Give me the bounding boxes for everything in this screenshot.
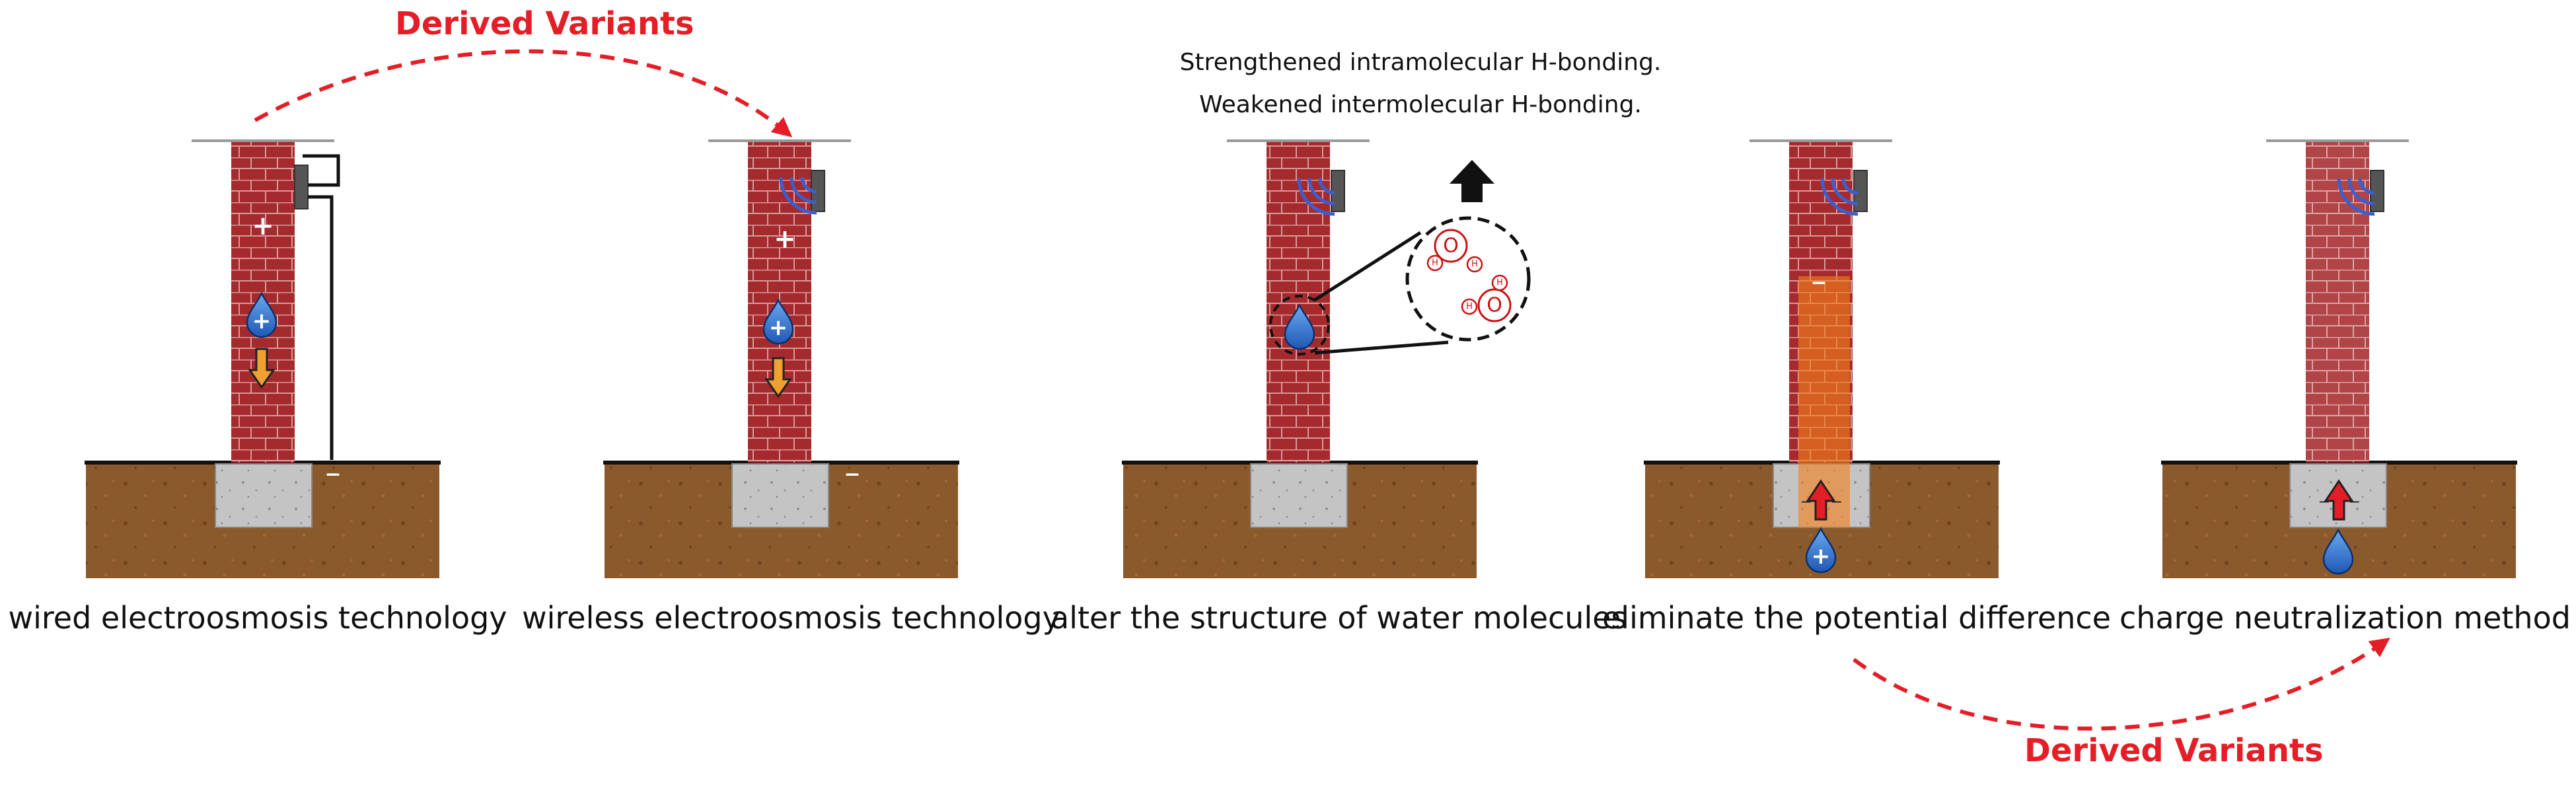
wire-to-ground <box>308 195 334 460</box>
water-drop-icon: + <box>1805 527 1837 574</box>
panel-eliminate-potential: −−−+ <box>1644 139 2000 578</box>
wire-loop <box>303 154 340 187</box>
drop-highlight-circle <box>1269 295 1330 356</box>
concrete-foundation <box>731 463 829 528</box>
hydrogen-symbol: H <box>1496 278 1503 288</box>
hydrogen-symbol: H <box>1432 258 1438 268</box>
signal-arc <box>779 176 817 215</box>
signal-arc <box>1307 178 1335 206</box>
signal-arc <box>2337 178 2375 216</box>
up-arrow-icon: −− <box>1800 479 1843 521</box>
drop-shape <box>1284 303 1315 350</box>
wireless-signal-icon <box>2337 178 2375 216</box>
hydrogen-atom <box>1466 256 1483 273</box>
arrow-minus-right: − <box>1831 494 1843 511</box>
panel-charge-neutralization: −− <box>2161 139 2517 578</box>
oxygen-atom <box>1434 229 1468 263</box>
derived-variants-top-arrow <box>254 49 793 137</box>
arrow-minus-left: − <box>2318 494 2330 511</box>
drop-plus-sign: + <box>252 308 272 334</box>
signal-arc <box>1841 178 1858 195</box>
water-drop-icon: + <box>762 298 794 345</box>
derived-variants-bottom-arrow <box>1853 638 2390 731</box>
down-arrow-icon <box>248 348 276 389</box>
minus-sign: − <box>1810 272 1827 295</box>
molecule-zoom-circle <box>1405 216 1531 342</box>
drop-shape <box>2322 528 2354 575</box>
drop-plus-sign: + <box>1812 543 1831 570</box>
panel-label-wired: wired electroosmosis technology <box>8 600 507 636</box>
black-up-arrow-icon <box>1450 160 1494 202</box>
hydrogen-atom <box>1461 298 1478 315</box>
water-drop-icon: + <box>246 291 277 338</box>
panel-label-eliminate-potential: eliminate the potential difference <box>1601 600 2112 636</box>
signal-arc <box>1297 178 1335 216</box>
minus-sign: − <box>324 463 341 486</box>
magnifier-line <box>1313 231 1422 302</box>
panel-wired: + + − <box>85 139 441 578</box>
plus-sign: + <box>774 224 796 254</box>
wireless-signal-icon <box>1820 178 1858 216</box>
derived-variants-bottom-label: Derived Variants <box>2024 732 2324 769</box>
magnifier-line <box>1314 340 1449 355</box>
oxygen-symbol: O <box>1443 235 1459 258</box>
drop-shape <box>246 291 277 338</box>
note-intermolecular-hbond: Weakened intermolecular H-bonding. <box>1199 91 1642 118</box>
electrode-device <box>1853 170 1868 212</box>
note-intramolecular-hbond: Strengthened intramolecular H-bonding. <box>1179 49 1662 76</box>
signal-arc <box>800 176 817 194</box>
electrode-device <box>2370 170 2384 212</box>
wireless-signal-icon <box>779 176 817 215</box>
up-arrow-icon: −− <box>2318 479 2361 521</box>
wireless-signal-icon <box>1297 178 1335 216</box>
panel-wireless: + + − <box>603 139 959 578</box>
hydrogen-symbol: H <box>1471 260 1478 270</box>
derived-variants-top-label: Derived Variants <box>395 5 694 42</box>
panel-label-wireless: wireless electroosmosis technology <box>522 600 1060 636</box>
electrode-device <box>294 165 309 209</box>
minus-sign: − <box>844 463 860 486</box>
brick-wall <box>1267 142 1330 463</box>
signal-arc <box>1820 178 1858 216</box>
arrow-minus-left: − <box>1800 494 1812 511</box>
down-arrow-icon <box>764 357 792 398</box>
brick-wall <box>2306 142 2369 463</box>
signal-arc <box>2358 178 2375 195</box>
arrow-minus-right: − <box>2349 494 2361 511</box>
signal-arc <box>1831 178 1858 206</box>
red-up-arrow <box>1806 479 1836 521</box>
water-drop-icon <box>1284 303 1315 350</box>
concrete-foundation <box>1250 463 1348 528</box>
drop-plus-sign: + <box>769 315 788 341</box>
signal-arc <box>1318 178 1335 195</box>
oxygen-atom <box>1477 288 1512 322</box>
panel-label-water-structure: alter the structure of water molecules <box>1050 600 1627 636</box>
plus-sign: + <box>252 211 274 241</box>
water-molecule-icon: OHH <box>1461 274 1512 322</box>
panel-label-charge-neutralization: charge neutralization method <box>2119 600 2571 636</box>
water-drop-icon <box>2322 528 2354 575</box>
signal-arc <box>2347 178 2375 206</box>
drop-shape <box>1805 527 1837 574</box>
signal-arc <box>790 176 817 204</box>
electrode-device <box>1331 170 1345 212</box>
drop-shape <box>762 298 794 345</box>
hydrogen-atom <box>1426 254 1444 272</box>
hydrogen-symbol: H <box>1466 302 1473 312</box>
concrete-foundation <box>215 463 313 528</box>
red-up-arrow <box>2324 479 2354 521</box>
hydrogen-atom <box>1491 274 1508 291</box>
oxygen-symbol: O <box>1487 294 1502 317</box>
